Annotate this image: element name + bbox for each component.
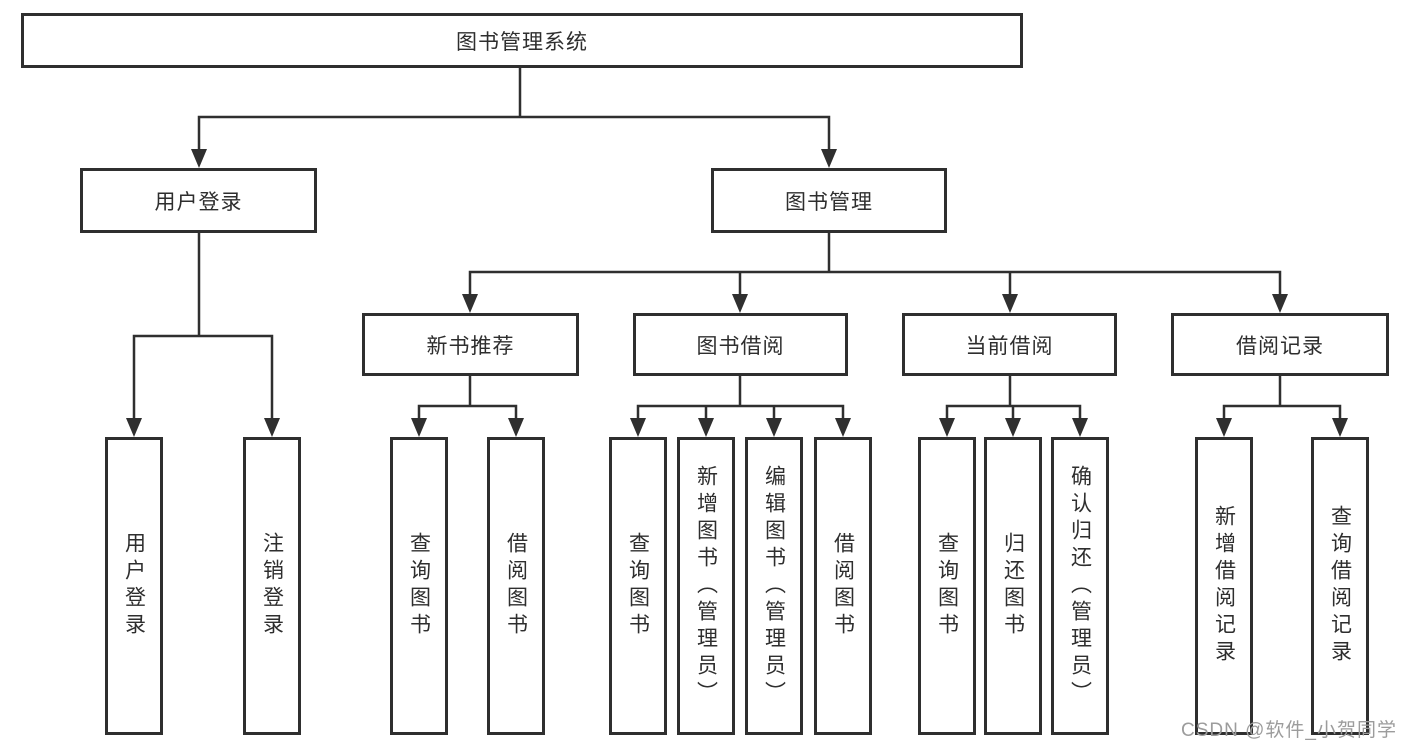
node-book-borrow-label: 图书借阅 [696, 334, 785, 358]
arrow-down-icon [821, 149, 837, 168]
arrow-down-icon [1072, 418, 1088, 437]
arrow-down-icon [126, 418, 142, 437]
node-leaf-add-book-admin-label: 新增图书（管理员） [694, 464, 718, 708]
node-leaf-confirm-return-admin: 确认归还（管理员） [1051, 437, 1109, 735]
node-leaf-query-books-current: 查询图书 [918, 437, 976, 735]
connector-current-borrow-to-leaves [945, 374, 1082, 422]
arrow-down-icon [411, 418, 427, 437]
node-leaf-query-books-recommend: 查询图书 [390, 437, 448, 735]
node-root-label: 图书管理系统 [456, 30, 588, 54]
node-book-borrow: 图书借阅 [633, 313, 848, 376]
node-leaf-edit-book-admin: 编辑图书（管理员） [745, 437, 803, 735]
connector-root-to-level2 [197, 66, 831, 153]
arrow-down-icon [835, 418, 851, 437]
node-leaf-user-login: 用户登录 [105, 437, 163, 735]
arrow-down-icon [191, 149, 207, 168]
node-user-login-label: 用户登录 [154, 190, 243, 214]
arrow-down-icon [1005, 418, 1021, 437]
node-borrow-records: 借阅记录 [1171, 313, 1389, 376]
arrow-down-icon [698, 418, 714, 437]
connector-book-borrow-to-leaves [636, 374, 845, 422]
arrow-down-icon [732, 294, 748, 313]
node-leaf-borrow-books: 借阅图书 [814, 437, 872, 735]
arrow-down-icon [630, 418, 646, 437]
node-current-borrow-label: 当前借阅 [965, 334, 1054, 358]
arrow-down-icon [1216, 418, 1232, 437]
node-leaf-logout-label: 注销登录 [260, 532, 284, 640]
node-leaf-logout: 注销登录 [243, 437, 301, 735]
connector-borrow-records-to-leaves [1222, 374, 1342, 422]
arrow-down-icon [1272, 294, 1288, 313]
arrow-down-icon [264, 418, 280, 437]
arrow-down-icon [1002, 294, 1018, 313]
connector-book-management-to-level3 [468, 231, 1282, 298]
node-leaf-borrow-books-recommend: 借阅图书 [487, 437, 545, 735]
node-current-borrow: 当前借阅 [902, 313, 1117, 376]
node-new-book-recommend: 新书推荐 [362, 313, 579, 376]
node-leaf-confirm-return-admin-label: 确认归还（管理员） [1068, 464, 1092, 708]
arrow-down-icon [766, 418, 782, 437]
node-book-management: 图书管理 [711, 168, 947, 233]
node-book-management-label: 图书管理 [785, 190, 873, 214]
node-leaf-query-books-borrow-label: 查询图书 [626, 532, 650, 640]
node-leaf-edit-book-admin-label: 编辑图书（管理员） [762, 464, 786, 708]
arrow-down-icon [462, 294, 478, 313]
node-leaf-query-books-current-label: 查询图书 [935, 532, 959, 640]
node-borrow-records-label: 借阅记录 [1236, 334, 1324, 358]
node-new-book-recommend-label: 新书推荐 [426, 334, 515, 358]
node-leaf-borrow-books-label: 借阅图书 [831, 532, 855, 640]
arrow-down-icon [1332, 418, 1348, 437]
node-leaf-add-book-admin: 新增图书（管理员） [677, 437, 735, 735]
node-user-login: 用户登录 [80, 168, 317, 233]
node-leaf-return-book: 归还图书 [984, 437, 1042, 735]
node-leaf-query-borrow-record-label: 查询借阅记录 [1328, 505, 1352, 667]
connector-user-login-to-leaves [132, 231, 274, 422]
node-leaf-query-books-recommend-label: 查询图书 [407, 532, 431, 640]
node-leaf-borrow-books-recommend-label: 借阅图书 [504, 532, 528, 640]
node-leaf-return-book-label: 归还图书 [1001, 532, 1025, 640]
node-leaf-add-borrow-record-label: 新增借阅记录 [1212, 505, 1236, 667]
node-root: 图书管理系统 [21, 13, 1023, 68]
node-leaf-add-borrow-record: 新增借阅记录 [1195, 437, 1253, 735]
csdn-watermark: CSDN @软件_小贺同学 [1181, 720, 1397, 741]
node-leaf-query-books-borrow: 查询图书 [609, 437, 667, 735]
arrow-down-icon [939, 418, 955, 437]
connector-new-book-recommend-to-leaves [417, 374, 518, 422]
node-leaf-query-borrow-record: 查询借阅记录 [1311, 437, 1369, 735]
node-leaf-user-login-label: 用户登录 [122, 532, 146, 640]
arrow-down-icon [508, 418, 524, 437]
